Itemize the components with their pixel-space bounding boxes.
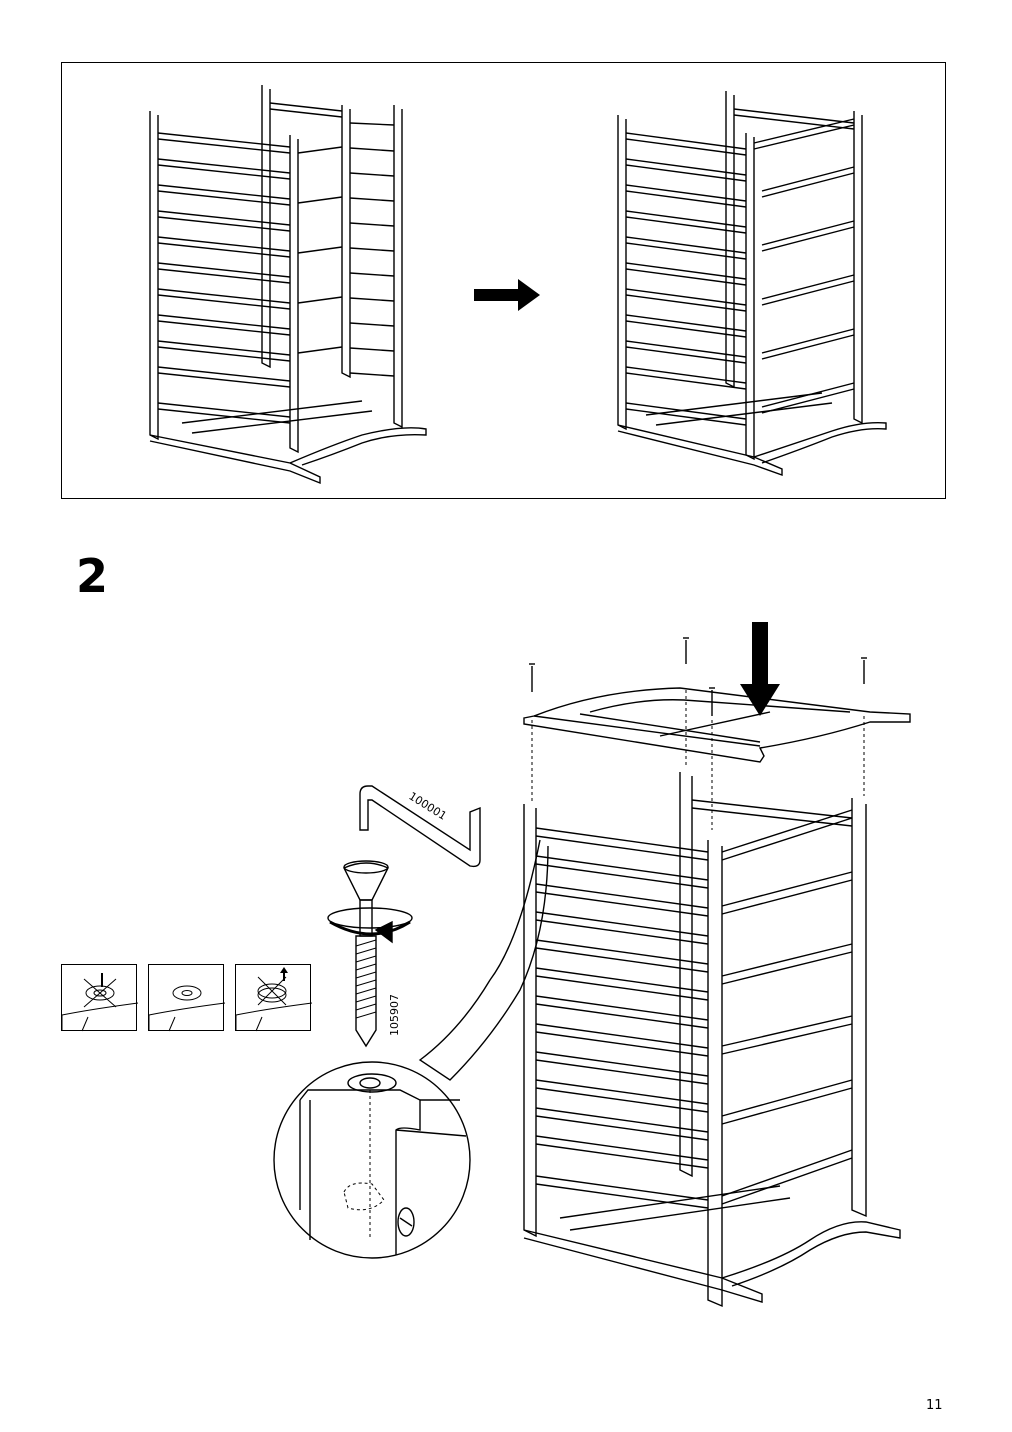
screw-icon [683,637,689,664]
allen-key-part-number: 100001 [406,790,449,823]
crib-frame-open-illustration [149,85,887,485]
step-number: 2 [76,549,109,603]
screw-icon [529,663,535,692]
bolt-part-number: 105907 [388,994,401,1036]
bolt-icon [327,860,413,1048]
cam-lock-tighten-icon [235,967,313,1032]
page-number: 11 [926,1398,943,1413]
cam-lock-icon [148,985,226,1032]
detail-magnifier [273,1061,471,1259]
overview-panel [61,62,946,499]
right-arrow-icon [474,279,540,311]
crib-assembly-step-illustration: 100001 105907 [273,622,911,1308]
clockwise-rotation-icon [329,920,411,936]
down-arrow-icon [740,622,780,716]
allen-key-icon [359,785,481,868]
thumbnail-tighten [235,964,313,1032]
screw-icon [709,687,715,716]
thumbnail-neutral [148,964,226,1032]
thumbnail-loosen [61,964,139,1032]
screw-icon [861,657,867,684]
cam-lock-loosen-icon [61,973,139,1032]
